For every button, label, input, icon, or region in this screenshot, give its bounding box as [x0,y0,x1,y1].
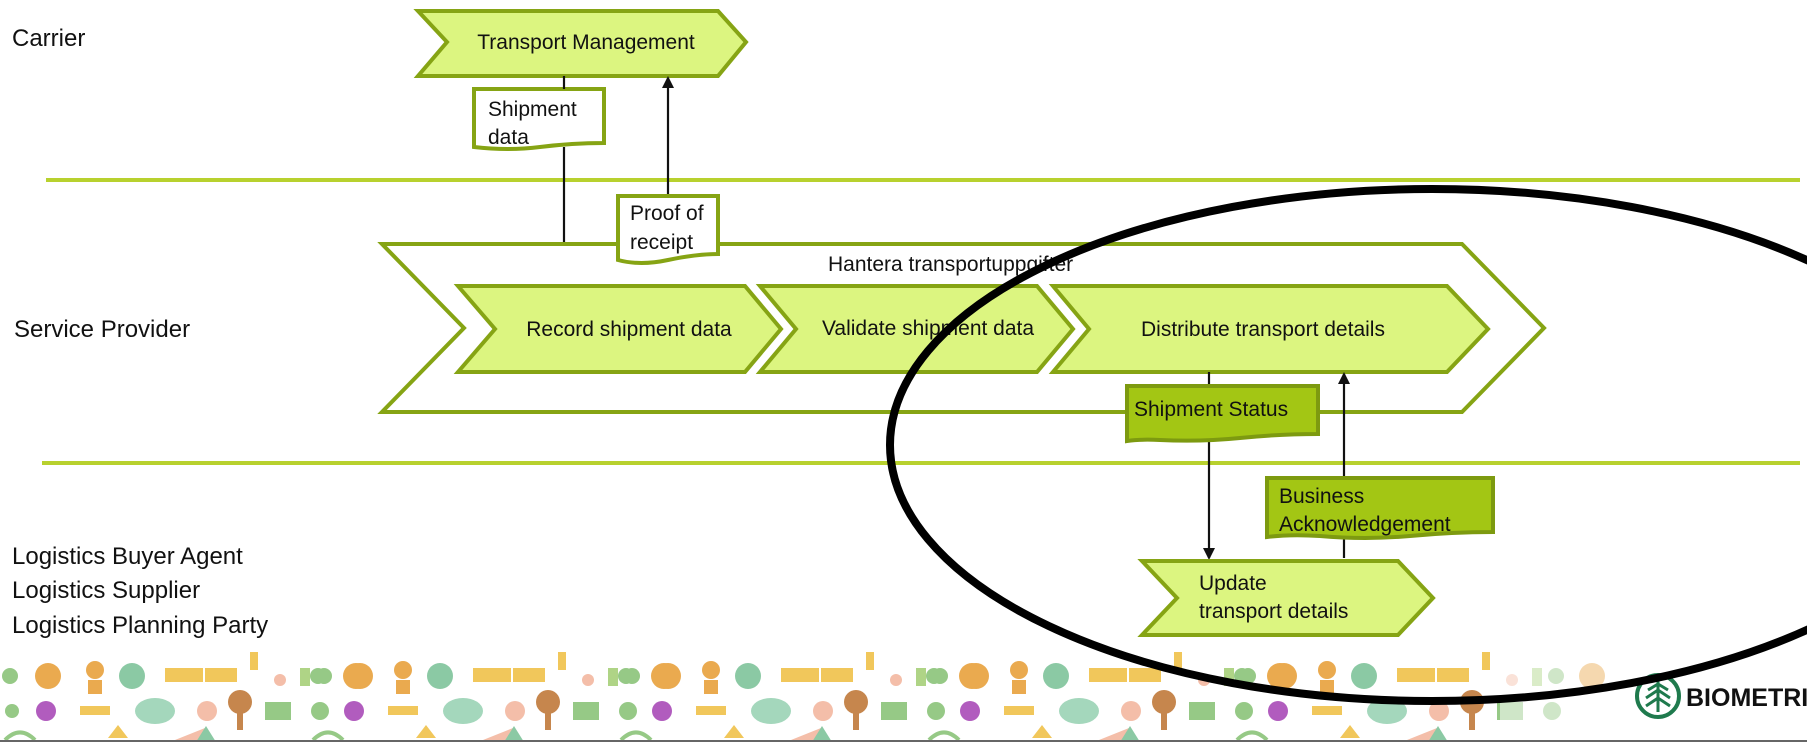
transport-management-label: Transport Management [477,31,695,54]
distribute-transport-details-step: Distribute transport details [1048,284,1491,374]
proof-of-receipt-document: Proof of receipt [616,194,720,265]
business-acknowledgement-label-line2: Acknowledgement [1279,513,1451,536]
shipment-status-label: Shipment Status [1134,398,1288,421]
record-shipment-data-step: Record shipment data [453,284,784,374]
lane-label-service-provider: Service Provider [14,316,190,343]
shipment-data-document: Shipment data [472,87,606,151]
record-shipment-data-label: Record shipment data [526,318,732,341]
validate-shipment-data-step: Validate shipment data [755,284,1076,374]
outer-process-title: Hantera transportuppgifter [828,253,1073,276]
proof-of-receipt-label-line1: Proof of [630,202,704,225]
proof-of-receipt-label-line2: receipt [630,231,693,254]
shipment-data-label-line2: data [488,126,529,149]
business-acknowledgement-document: Business Acknowledgement [1265,476,1495,540]
shipment-data-label-line1: Shipment [488,98,577,121]
logo-text: BIOMETRI [1686,684,1807,712]
lane-label-logistics-supplier: Logistics Supplier [12,577,200,604]
transport-management-step: Transport Management [413,9,749,78]
highlight-circle [886,185,1807,705]
decorative-footer-pattern [0,642,1640,743]
lane-label-carrier: Carrier [12,25,85,52]
update-transport-details-label-line1: Update [1199,572,1267,595]
shipment-status-document: Shipment Status [1125,384,1320,444]
biometria-logo: BIOMETRI [1635,673,1807,719]
validate-shipment-data-label: Validate shipment data [822,317,1034,340]
update-transport-details-label-line2: transport details [1199,600,1348,623]
update-transport-details-step: Update transport details [1137,559,1436,637]
business-acknowledgement-label-line1: Business [1279,485,1364,508]
distribute-transport-details-label: Distribute transport details [1141,318,1385,341]
lane-label-logistics-buyer-agent: Logistics Buyer Agent [12,543,243,570]
lane-label-logistics-planning-party: Logistics Planning Party [12,612,268,639]
